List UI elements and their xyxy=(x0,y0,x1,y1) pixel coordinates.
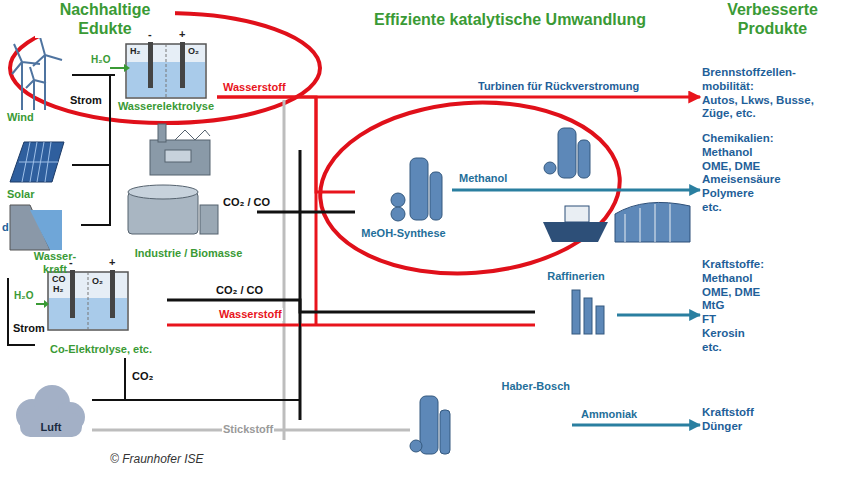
polarity-sign: - xyxy=(148,28,152,41)
node-text: Raffinerien xyxy=(537,270,615,283)
methanol-reactor xyxy=(391,158,442,221)
node-text: Co-Elektrolyse, etc. xyxy=(37,343,165,356)
edge-fragment: d xyxy=(2,221,9,234)
co-electrolyser xyxy=(48,270,128,330)
node-text: Wind xyxy=(7,111,70,124)
flow-connector xyxy=(92,358,125,400)
process-unit: MeOH-Synthese xyxy=(355,150,452,242)
industry-biomass xyxy=(128,124,218,234)
node-text: etc. xyxy=(702,201,845,215)
electrode-label: O₂ xyxy=(92,276,103,287)
polarity-sign: + xyxy=(109,256,115,269)
building xyxy=(615,202,690,242)
product-list: KraftstoffDünger xyxy=(700,404,847,444)
product-list: Kraftstoffe:MethanolOME, DMEMtGFTKerosin… xyxy=(700,256,847,357)
flow-connector xyxy=(572,424,700,427)
node-text: Methanol xyxy=(702,272,845,286)
haber-bosch-reactor xyxy=(410,396,450,454)
water-arrow xyxy=(36,303,44,305)
electrode-label: O₂ xyxy=(188,46,199,57)
flow-connector xyxy=(8,278,35,345)
flow-connector xyxy=(167,324,535,327)
node-text: Ameisensäure xyxy=(702,173,845,187)
input-label: Strom xyxy=(13,322,45,335)
node-text: FT xyxy=(702,313,845,327)
node-text: Wasserelektrolyse xyxy=(117,100,215,113)
node-text: Methanol xyxy=(702,146,845,160)
electrode-label: H₂ xyxy=(53,284,64,295)
product-list: Brennstoffzellen- mobilität:Autos, Lkws,… xyxy=(700,64,847,123)
polarity-sign: + xyxy=(179,28,185,41)
electrode-label: H₂ xyxy=(130,46,141,57)
flow-connector xyxy=(92,212,355,400)
column-heading: Verbesserte Produkte xyxy=(695,0,850,38)
node-text: Dünger xyxy=(702,420,845,434)
hydro-dam xyxy=(10,205,62,250)
node-text: Brennstoffzellen- mobilität: xyxy=(702,66,845,94)
column-heading: Nachhaltige Edukte xyxy=(35,0,175,38)
copyright-note: © Fraunhofer ISE xyxy=(110,452,204,466)
process-unit: Raffinerien xyxy=(535,268,617,336)
electrode-label: CO xyxy=(52,274,66,285)
node-text: MtG xyxy=(702,299,845,313)
flow-connector xyxy=(452,189,700,192)
node-text: Solar xyxy=(7,188,70,201)
water-arrow xyxy=(44,300,49,308)
node-text: etc. xyxy=(702,341,845,355)
line-note: Turbinen für Rückverstromung xyxy=(478,80,639,93)
connector-label: CO₂ / CO xyxy=(222,196,271,209)
node-text: Luft xyxy=(12,421,90,434)
source-icon: Solar xyxy=(5,135,72,203)
connector-label: Methanol xyxy=(458,172,508,185)
input-label: Strom xyxy=(70,94,102,107)
node-text: Kerosin xyxy=(702,327,845,341)
node-text: OME, DME xyxy=(702,160,845,174)
electrolyser-unit: Co-Elektrolyse, etc. xyxy=(35,258,167,358)
node-text: Haber-Bosch xyxy=(412,380,570,393)
node-text: Autos, Lkws, Busse, Züge, etc. xyxy=(702,94,845,122)
water-arrow xyxy=(110,67,124,69)
flow-connector xyxy=(72,75,115,165)
source-icon: Wind xyxy=(5,40,72,126)
solar-panel xyxy=(10,142,64,182)
node-text: Kraftstoff xyxy=(702,406,845,420)
connector-label: CO₂ / CO xyxy=(215,284,264,297)
product-list: Chemikalien:MethanolOME, DMEAmeisensäure… xyxy=(700,130,847,217)
wind-turbines xyxy=(12,37,62,110)
column-heading: Effiziente katalytische Umwandlung xyxy=(345,10,675,29)
product-reactor xyxy=(544,128,590,178)
flow-connector xyxy=(72,74,115,76)
node-text: OME, DME xyxy=(702,286,845,300)
polarity-sign: - xyxy=(69,256,73,269)
air-source: Luft xyxy=(10,378,92,444)
flow-connector xyxy=(217,97,355,192)
highlight-ellipse xyxy=(314,93,625,284)
ship xyxy=(543,206,608,242)
input-label: H₂O xyxy=(14,290,33,302)
source-icon: Industrie / Biomasse xyxy=(120,120,257,262)
input-label: H₂O xyxy=(91,54,110,66)
connector-label: Wasserstoff xyxy=(222,81,287,94)
process-unit: Haber-Bosch xyxy=(410,378,572,458)
flow-connector xyxy=(617,314,700,317)
connector-label: Ammoniak xyxy=(580,408,638,421)
node-text: Polymere xyxy=(702,187,845,201)
water-arrow xyxy=(124,64,130,72)
connector-label: CO₂ xyxy=(131,370,154,383)
connector-label: Wasserstoff xyxy=(218,308,283,321)
node-text: Chemikalien: xyxy=(702,132,845,146)
connector-label: Stickstoff xyxy=(222,423,274,436)
node-text: MeOH-Synthese xyxy=(357,227,450,240)
electrolyser xyxy=(126,42,206,98)
node-text: Industrie / Biomasse xyxy=(122,247,255,260)
node-text: Kraftstoffe: xyxy=(702,258,845,272)
bus-line xyxy=(283,100,286,440)
refinery xyxy=(572,290,604,334)
